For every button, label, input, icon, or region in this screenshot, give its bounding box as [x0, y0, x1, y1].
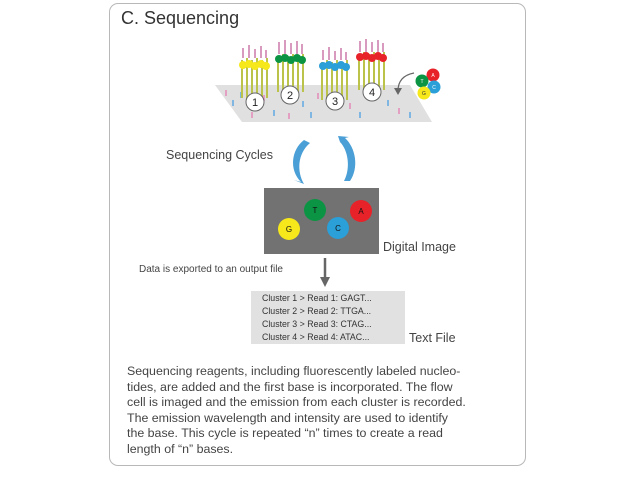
digital-image-c-spot	[327, 217, 349, 239]
reagent-arrowhead	[394, 88, 402, 95]
nucleotide-a-label: A	[431, 73, 435, 79]
cluster-4-marker: 4	[362, 82, 382, 102]
text-file-label: Text File	[409, 331, 456, 345]
cluster-2-marker: 2	[280, 85, 300, 105]
read-line-1: Cluster 1 > Read 1: GAGT...	[262, 293, 372, 303]
nucleotide-t	[415, 74, 429, 88]
cluster-1-number: 1	[252, 97, 258, 109]
description-line: the base. This cycle is repeated “n” tim…	[127, 426, 443, 440]
nucleotide-g	[417, 86, 431, 100]
nucleotide-c-label: C	[432, 85, 436, 91]
cluster-3-number: 3	[332, 96, 338, 108]
labeled-nucleotides: A T C G	[415, 68, 441, 100]
panel-title: C. Sequencing	[121, 8, 240, 28]
digital-image-c-label: C	[335, 224, 341, 233]
cycle-arrows	[293, 136, 356, 184]
description-line: tides, are added and the first base is i…	[127, 379, 453, 394]
digital-image-g-label: G	[286, 225, 292, 234]
nucleotide-g-label: G	[422, 91, 426, 97]
cluster-3-marker: 3	[325, 91, 345, 111]
nucleotide-t-label: T	[420, 79, 423, 85]
export-arrowhead	[320, 277, 330, 287]
nucleotide-c	[427, 80, 441, 94]
description: Sequencing reagents, including fluoresce…	[127, 364, 513, 457]
nucleotide-a	[426, 68, 440, 82]
cluster-1-marker: 1	[245, 92, 265, 112]
description-line: The emission wavelength and intensity ar…	[127, 410, 448, 425]
description-line: cell is imaged and the emission from eac…	[127, 395, 466, 409]
description-line: length of “n” bases.	[127, 441, 234, 456]
cluster-2-number: 2	[287, 90, 293, 102]
read-line-3: Cluster 3 > Read 3: CTAG...	[262, 319, 372, 329]
digital-image-t-label: T	[313, 206, 318, 215]
export-label: Data is exported to an output file	[139, 264, 283, 275]
read-line-2: Cluster 2 > Read 2: TTGA...	[262, 306, 372, 316]
digital-image-g-spot	[278, 218, 300, 240]
description-line: Sequencing reagents, including fluoresce…	[127, 364, 461, 378]
cluster-3	[319, 47, 350, 102]
cluster-4-number: 4	[369, 87, 375, 99]
read-line-4: Cluster 4 > Read 4: ATAC...	[262, 332, 370, 342]
digital-image-a-label: A	[358, 207, 364, 216]
digital-image-label: Digital Image	[383, 240, 456, 254]
cycle-arrow-left	[293, 140, 310, 184]
sequencing-cycles-label: Sequencing Cycles	[166, 148, 274, 162]
cycle-arrow-right	[338, 136, 356, 181]
digital-image-t-spot	[304, 199, 326, 221]
text-file-box	[251, 291, 405, 344]
digital-image-a-spot	[350, 200, 372, 222]
cluster-4	[356, 39, 387, 92]
